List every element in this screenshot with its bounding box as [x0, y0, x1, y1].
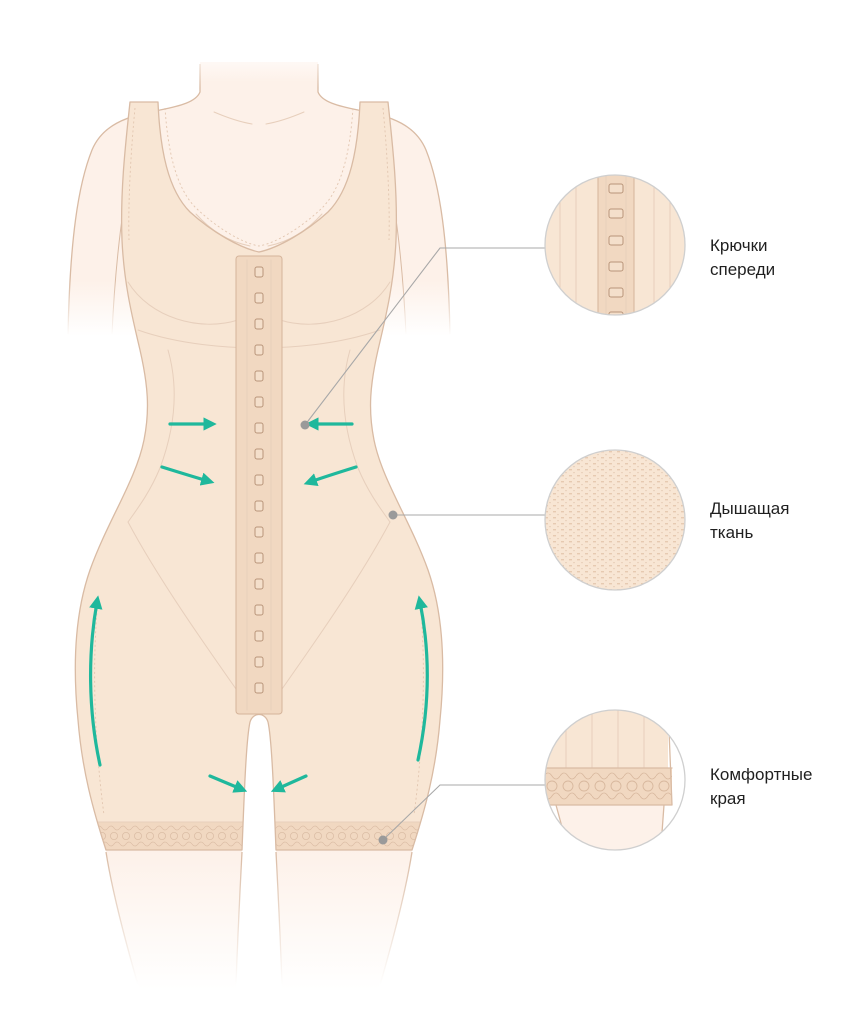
right-side-seam [343, 349, 391, 523]
hip-lift-arrow-left [88, 595, 103, 767]
callout-breathable-fabric: Дышащая ткань [710, 497, 789, 545]
callout-label-line: Крючки [710, 236, 768, 255]
front-hook [254, 448, 264, 460]
left-strap-stitch [128, 107, 136, 241]
leader-dot-hooks [300, 420, 310, 430]
compression-arrows [88, 417, 429, 793]
callout-label-line: Дышащая [710, 499, 790, 518]
detail-hook [608, 235, 624, 246]
thigh-arrow-right [270, 774, 308, 793]
abdomen-arrow-left [160, 465, 215, 486]
right-leg-stitch [413, 599, 424, 816]
collarbone-left [213, 111, 253, 125]
front-hook [254, 604, 264, 616]
front-hook [254, 318, 264, 330]
callout-label-line: спереди [710, 260, 776, 279]
detail-hook [608, 311, 624, 315]
front-hook [254, 266, 264, 278]
front-hook [254, 682, 264, 694]
left-leg-stitch [94, 599, 105, 816]
callout-front-hooks: Крючки спереди [710, 234, 775, 282]
leader-dot-edges [378, 835, 388, 845]
collarbone-right [265, 111, 305, 125]
lace-hem-pattern [75, 822, 443, 850]
hook-panel [235, 255, 283, 715]
right-panel-seam [269, 521, 391, 707]
front-hook [254, 292, 264, 304]
hook-panel-inner-lines [246, 259, 272, 711]
hooks-detail-strip-lines [605, 175, 627, 315]
right-leg [276, 850, 412, 990]
neckline-stitch [164, 107, 354, 247]
left-arm-outline [67, 64, 201, 335]
front-hook [254, 474, 264, 486]
detail-circle-hooks [544, 174, 686, 316]
detail-circle-edges [544, 709, 686, 851]
front-hook [254, 500, 264, 512]
detail-hook [608, 183, 624, 194]
leader-hooks [304, 247, 545, 426]
front-hook [254, 370, 264, 382]
leader-lines [300, 247, 545, 845]
right-cup-seam [279, 281, 391, 325]
edges-detail-lace-pattern [545, 768, 672, 805]
edges-detail-lines [545, 710, 673, 850]
left-side-seam [127, 349, 175, 523]
bodysuit-details [75, 821, 443, 850]
detail-hook [608, 287, 624, 298]
front-hook [254, 526, 264, 538]
right-strap-stitch [382, 107, 390, 241]
callout-label-line: края [710, 789, 746, 808]
detail-circle-fabric [544, 449, 686, 591]
left-leg [106, 850, 242, 990]
abdomen-arrow-right [303, 465, 358, 487]
thigh-arrow-left [208, 774, 248, 793]
detail-circle-fabric-ring [544, 449, 686, 591]
front-hook [254, 344, 264, 356]
detail-circle-hooks-ring [544, 174, 686, 316]
fabric-detail-texture [545, 450, 685, 590]
right-arm-outline [317, 64, 451, 335]
edges-detail-ribs [565, 710, 645, 769]
leader-dot-fabric [388, 510, 398, 520]
front-hooks [254, 266, 264, 694]
front-hook [254, 630, 264, 642]
callout-comfortable-edges: Комфортные края [710, 763, 812, 811]
left-panel-seam [127, 521, 249, 707]
edges-detail-skin [556, 805, 664, 850]
left-leg-outline [105, 851, 243, 986]
leader-edges [382, 784, 545, 841]
right-leg-outline [275, 851, 413, 986]
front-hook [254, 396, 264, 408]
detail-hook [608, 208, 624, 219]
front-hook [254, 552, 264, 564]
detail-circle-edges-ring [544, 709, 686, 851]
hip-lift-arrow-right [414, 595, 429, 762]
callout-label-line: ткань [710, 523, 754, 542]
detail-hook [608, 261, 624, 272]
front-hook [254, 656, 264, 668]
left-cup-seam [127, 281, 239, 325]
hooks-detail-ribs [559, 175, 671, 315]
front-hook [254, 422, 264, 434]
callout-label-line: Комфортные [710, 765, 813, 784]
front-hook [254, 578, 264, 590]
